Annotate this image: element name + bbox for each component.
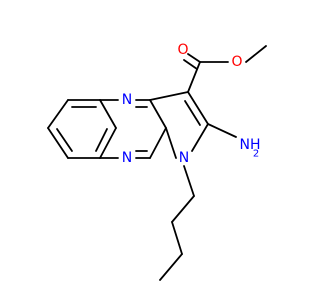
bond-ester-c-to-ring	[187, 61, 201, 93]
atom-o-carbonyl: O	[177, 42, 188, 58]
atom-n-amino-subscript: 2	[253, 149, 259, 160]
bond-pyrazine-3	[149, 99, 167, 129]
bond-pyrrole-4	[165, 127, 177, 159]
bond-layer	[47, 45, 267, 281]
bond-ester-carbonyl	[187, 53, 201, 63]
bond-benzene-4	[99, 127, 117, 159]
bond-butyl-3	[171, 221, 183, 255]
atom-label-layer: O O N N N NH 2	[122, 42, 261, 166]
atom-o-methoxy: O	[231, 54, 242, 70]
bond-benzene-2-inner	[56, 128, 73, 152]
bond-benzene-4-inner	[95, 128, 108, 152]
bond-butyl-4	[159, 253, 183, 281]
bond-benzene-1	[47, 99, 69, 129]
bond-benzene-2	[47, 127, 69, 159]
bond-pyrrole-2-inner	[184, 100, 201, 126]
bond-amino	[207, 123, 237, 138]
bond-pyrazine-4	[149, 127, 167, 159]
atom-n-pyrazine-bottom: N	[122, 150, 132, 166]
bond-ester-carbonyl-inner	[183, 59, 198, 70]
atom-n-amino: NH	[240, 137, 261, 153]
bond-pyrrole-1	[149, 91, 189, 101]
bond-pyrrole-2	[187, 91, 209, 125]
atom-n-pyrazine-top: N	[122, 92, 132, 108]
bond-pyrrole-3	[191, 123, 209, 152]
molecule-structure-diagram: O O N N N NH 2	[47, 42, 267, 281]
atom-n-pyrrole: N	[179, 150, 189, 166]
bond-butyl-1	[183, 165, 195, 197]
bond-benzene-5	[99, 99, 117, 129]
bond-methyl	[245, 45, 267, 63]
bond-butyl-2	[171, 195, 195, 223]
